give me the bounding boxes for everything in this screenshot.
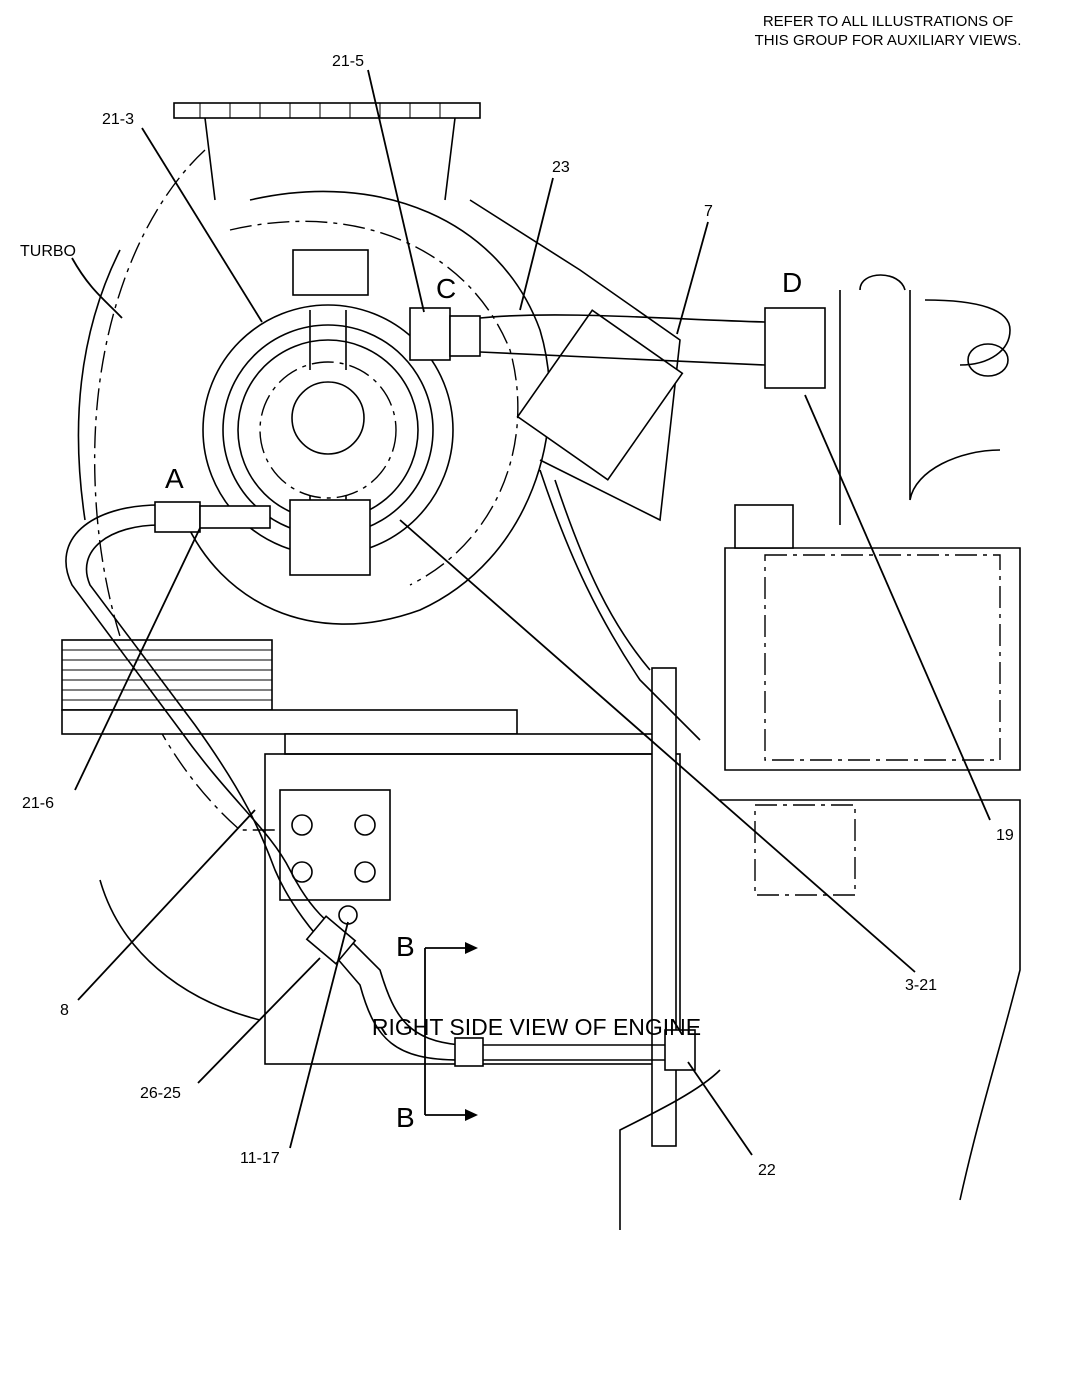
note-line-2: THIS GROUP FOR AUXILIARY VIEWS. — [754, 32, 1022, 49]
drawing-caption: RIGHT SIDE VIEW OF ENGINE — [371, 1014, 702, 1040]
cooler-fins — [62, 649, 272, 701]
oil-line-8 — [65, 504, 665, 1046]
clamp-b — [454, 1037, 484, 1067]
flange-bolt-marks — [199, 103, 441, 118]
turbo-bottom-block — [289, 499, 371, 576]
leader-lines — [71, 69, 991, 1156]
turbo-outlet-pipe — [469, 199, 681, 522]
bolt-4 — [354, 861, 376, 883]
section-arrow-bottom — [465, 1109, 478, 1121]
callout-21-6: 21-6 — [22, 795, 54, 812]
fitting-c-nut — [449, 315, 481, 357]
turbo-top-flange — [173, 102, 481, 119]
callout-19: 19 — [996, 827, 1014, 844]
turbo-housing-outline — [93, 149, 300, 831]
callout-21-5: 21-5 — [332, 53, 364, 70]
fitting-a — [154, 501, 201, 533]
turbo-hub — [291, 381, 365, 455]
note-line-1: REFER TO ALL ILLUSTRATIONS OF — [762, 13, 1014, 30]
turbo-inlet-neck — [204, 117, 456, 201]
view-label-b-top: B — [396, 931, 415, 962]
bolt-3 — [291, 861, 313, 883]
oil-line-8-inner — [85, 524, 665, 1061]
aftercooler-housing — [724, 547, 1021, 771]
view-label-a: A — [165, 463, 184, 494]
fitting-c — [409, 307, 451, 361]
turbo-scroll-inner — [229, 220, 519, 586]
aftercooler-cap — [734, 504, 794, 549]
bolt-2 — [354, 814, 376, 836]
turbo-scroll — [184, 190, 551, 625]
exhaust-opening — [967, 343, 1009, 377]
view-label-d: D — [782, 267, 802, 298]
callout-23: 23 — [552, 159, 570, 176]
section-arrow-top — [465, 942, 478, 954]
access-cover — [754, 804, 856, 896]
section-line-b — [424, 947, 465, 1116]
fitting-d — [764, 307, 826, 389]
outlet-clamp — [516, 309, 684, 481]
callout-11-17: 11-17 — [240, 1150, 280, 1167]
note-block: REFER TO ALL ILLUSTRATIONS OF THIS GROUP… — [723, 12, 1053, 50]
mounting-plate — [61, 709, 518, 735]
view-label-c: C — [436, 273, 456, 304]
aftercooler-inner — [764, 554, 1001, 761]
exhaust-elbow — [839, 274, 1011, 525]
callout-3-21: 3-21 — [905, 977, 937, 994]
drain-line — [539, 469, 701, 741]
turbo-housing-lower — [77, 249, 261, 1021]
oil-line-7 — [479, 314, 766, 366]
callout-turbo: TURBO — [20, 243, 76, 260]
fitting-a-nut — [199, 505, 271, 529]
turbo-center-rib — [309, 310, 347, 575]
lower-right-housing — [619, 799, 1021, 1230]
turbo-top-block — [292, 249, 369, 296]
callout-7: 7 — [704, 203, 713, 220]
callout-22: 22 — [758, 1162, 776, 1179]
mounting-bar — [284, 733, 676, 755]
callout-26-25: 26-25 — [140, 1085, 181, 1102]
bolt-1 — [291, 814, 313, 836]
clip-26-25 — [305, 915, 357, 965]
view-label-b-bottom: B — [396, 1102, 415, 1133]
bolt-11-17 — [338, 905, 358, 925]
turbo-flange-core — [259, 361, 397, 499]
callout-8: 8 — [60, 1002, 69, 1019]
vertical-bracket — [651, 667, 677, 1147]
callout-21-3: 21-3 — [102, 111, 134, 128]
